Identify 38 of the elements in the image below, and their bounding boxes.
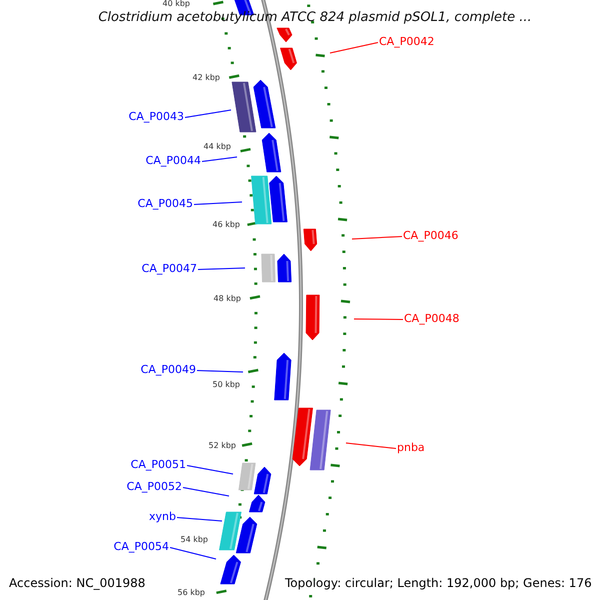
scale-label: 54 kbp — [180, 536, 208, 544]
scale-label: 46 kbp — [212, 221, 240, 229]
leader-line — [194, 202, 242, 205]
gene-label: CA_P0045 — [138, 198, 193, 209]
leader-line — [354, 318, 404, 320]
leader-line — [196, 370, 244, 372]
leader-line — [198, 268, 246, 270]
leader-line — [182, 487, 230, 496]
gene-label: CA_P0049 — [140, 364, 196, 375]
genome-info-text: Topology: circular; Length: 192,000 bp; Genes: 176 — [285, 577, 592, 589]
leader-line — [330, 42, 378, 54]
accession-text: Accession: NC_001988 — [9, 577, 146, 589]
leader-line — [346, 442, 396, 449]
map-title: Clostridium acetobutylicum ATCC 824 plasmid pSOL1, complete ... — [97, 11, 533, 24]
gene-label: CA_P0047 — [142, 263, 197, 274]
gene-label: CA_P0052 — [126, 481, 182, 492]
gene-label: pnba — [397, 442, 425, 453]
gene-label: xynb — [149, 511, 176, 522]
gene-label: CA_P0042 — [379, 36, 434, 47]
gene-label: CA_P0048 — [404, 313, 460, 324]
gene-label: CA_P0051 — [130, 459, 186, 470]
scale-label: 44 kbp — [203, 143, 231, 151]
gene-label: CA_P0044 — [146, 155, 201, 166]
leader-line — [176, 517, 222, 522]
leader-line — [184, 110, 232, 118]
scale-label: 40 kbp — [162, 0, 190, 8]
scale-label: 50 kbp — [212, 381, 240, 389]
gene-label: CA_P0043 — [128, 111, 184, 122]
scale-label: 52 kbp — [208, 442, 236, 450]
scale-label: 56 kbp — [177, 589, 205, 597]
leader-line — [202, 156, 238, 162]
gene-label: CA_P0054 — [114, 541, 169, 552]
scale-label: 48 kbp — [213, 295, 241, 303]
leader-line — [170, 547, 216, 560]
leader-line — [186, 465, 234, 474]
gene-label: CA_P0046 — [403, 230, 458, 241]
leader-line — [352, 236, 402, 240]
scale-label: 42 kbp — [192, 74, 220, 82]
